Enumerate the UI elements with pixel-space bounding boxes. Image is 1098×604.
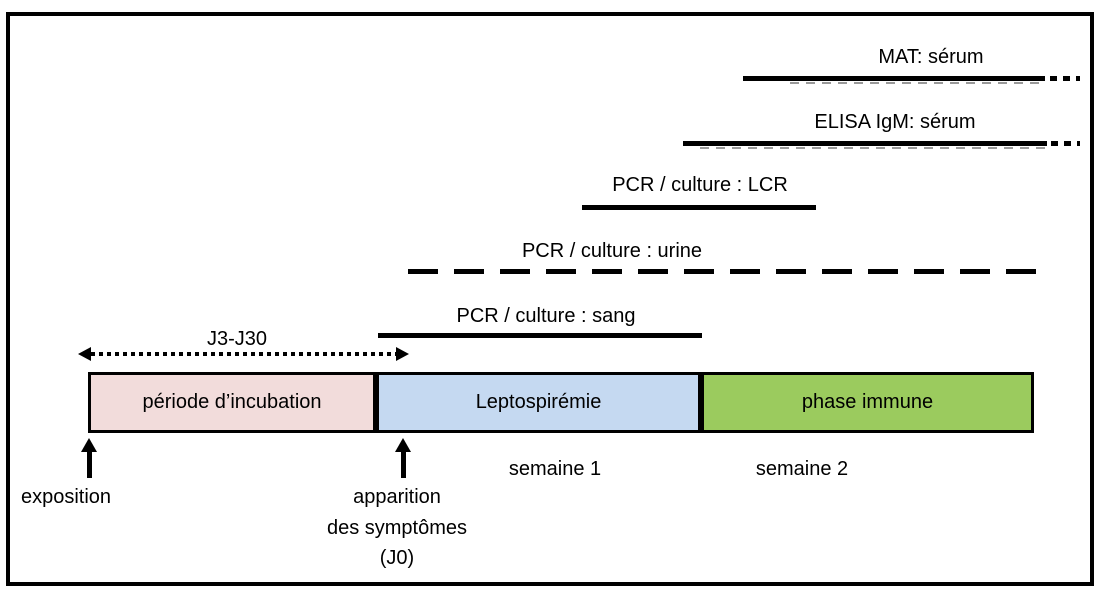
phase-immune: phase immune bbox=[701, 372, 1034, 433]
mat-line bbox=[743, 76, 1045, 81]
mat-line-dotted-tail bbox=[1050, 76, 1080, 81]
arrow-dotted-shaft bbox=[91, 352, 396, 356]
pcr-sang-line bbox=[378, 333, 702, 338]
arrow-right-head-icon bbox=[396, 347, 409, 361]
up-arrow-icon bbox=[81, 438, 97, 452]
mat-line-underdash bbox=[790, 82, 1045, 84]
phase-incubation: période d’incubation bbox=[88, 372, 376, 433]
pcr-urine-dashed-line bbox=[408, 269, 1050, 274]
test-label-pcr-lcr: PCR / culture : LCR bbox=[612, 174, 788, 196]
phase-leptospiremie: Leptospirémie bbox=[376, 372, 701, 433]
up-arrow-shaft bbox=[401, 451, 406, 478]
up-arrow-icon bbox=[395, 438, 411, 452]
elisa-line-underdash bbox=[700, 147, 1045, 149]
exposure-label: exposition bbox=[20, 486, 112, 508]
incubation-window-label: J3-J30 bbox=[206, 328, 268, 350]
phase-leptospiremie-label: Leptospirémie bbox=[475, 391, 602, 413]
test-label-pcr-urine: PCR / culture : urine bbox=[521, 240, 703, 262]
elisa-line bbox=[683, 141, 1047, 146]
pcr-lcr-line bbox=[582, 205, 816, 210]
test-label-mat: MAT: sérum bbox=[878, 46, 984, 68]
diagram-border bbox=[6, 12, 1094, 586]
test-label-elisa: ELISA IgM: sérum bbox=[814, 111, 976, 133]
week-1-label: semaine 1 bbox=[508, 458, 602, 480]
week-2-label: semaine 2 bbox=[755, 458, 849, 480]
up-arrow-shaft bbox=[87, 451, 92, 478]
phase-incubation-label: période d’incubation bbox=[142, 391, 322, 413]
test-label-pcr-sang: PCR / culture : sang bbox=[456, 305, 636, 327]
phase-immune-label: phase immune bbox=[801, 391, 934, 413]
arrow-left-head-icon bbox=[78, 347, 91, 361]
symptom-onset-line-1: apparition bbox=[353, 486, 441, 508]
symptom-onset-line-2: des symptômes bbox=[326, 517, 468, 539]
elisa-line-dotted-tail bbox=[1051, 141, 1080, 146]
symptom-onset-line-3: (J0) bbox=[379, 547, 415, 569]
